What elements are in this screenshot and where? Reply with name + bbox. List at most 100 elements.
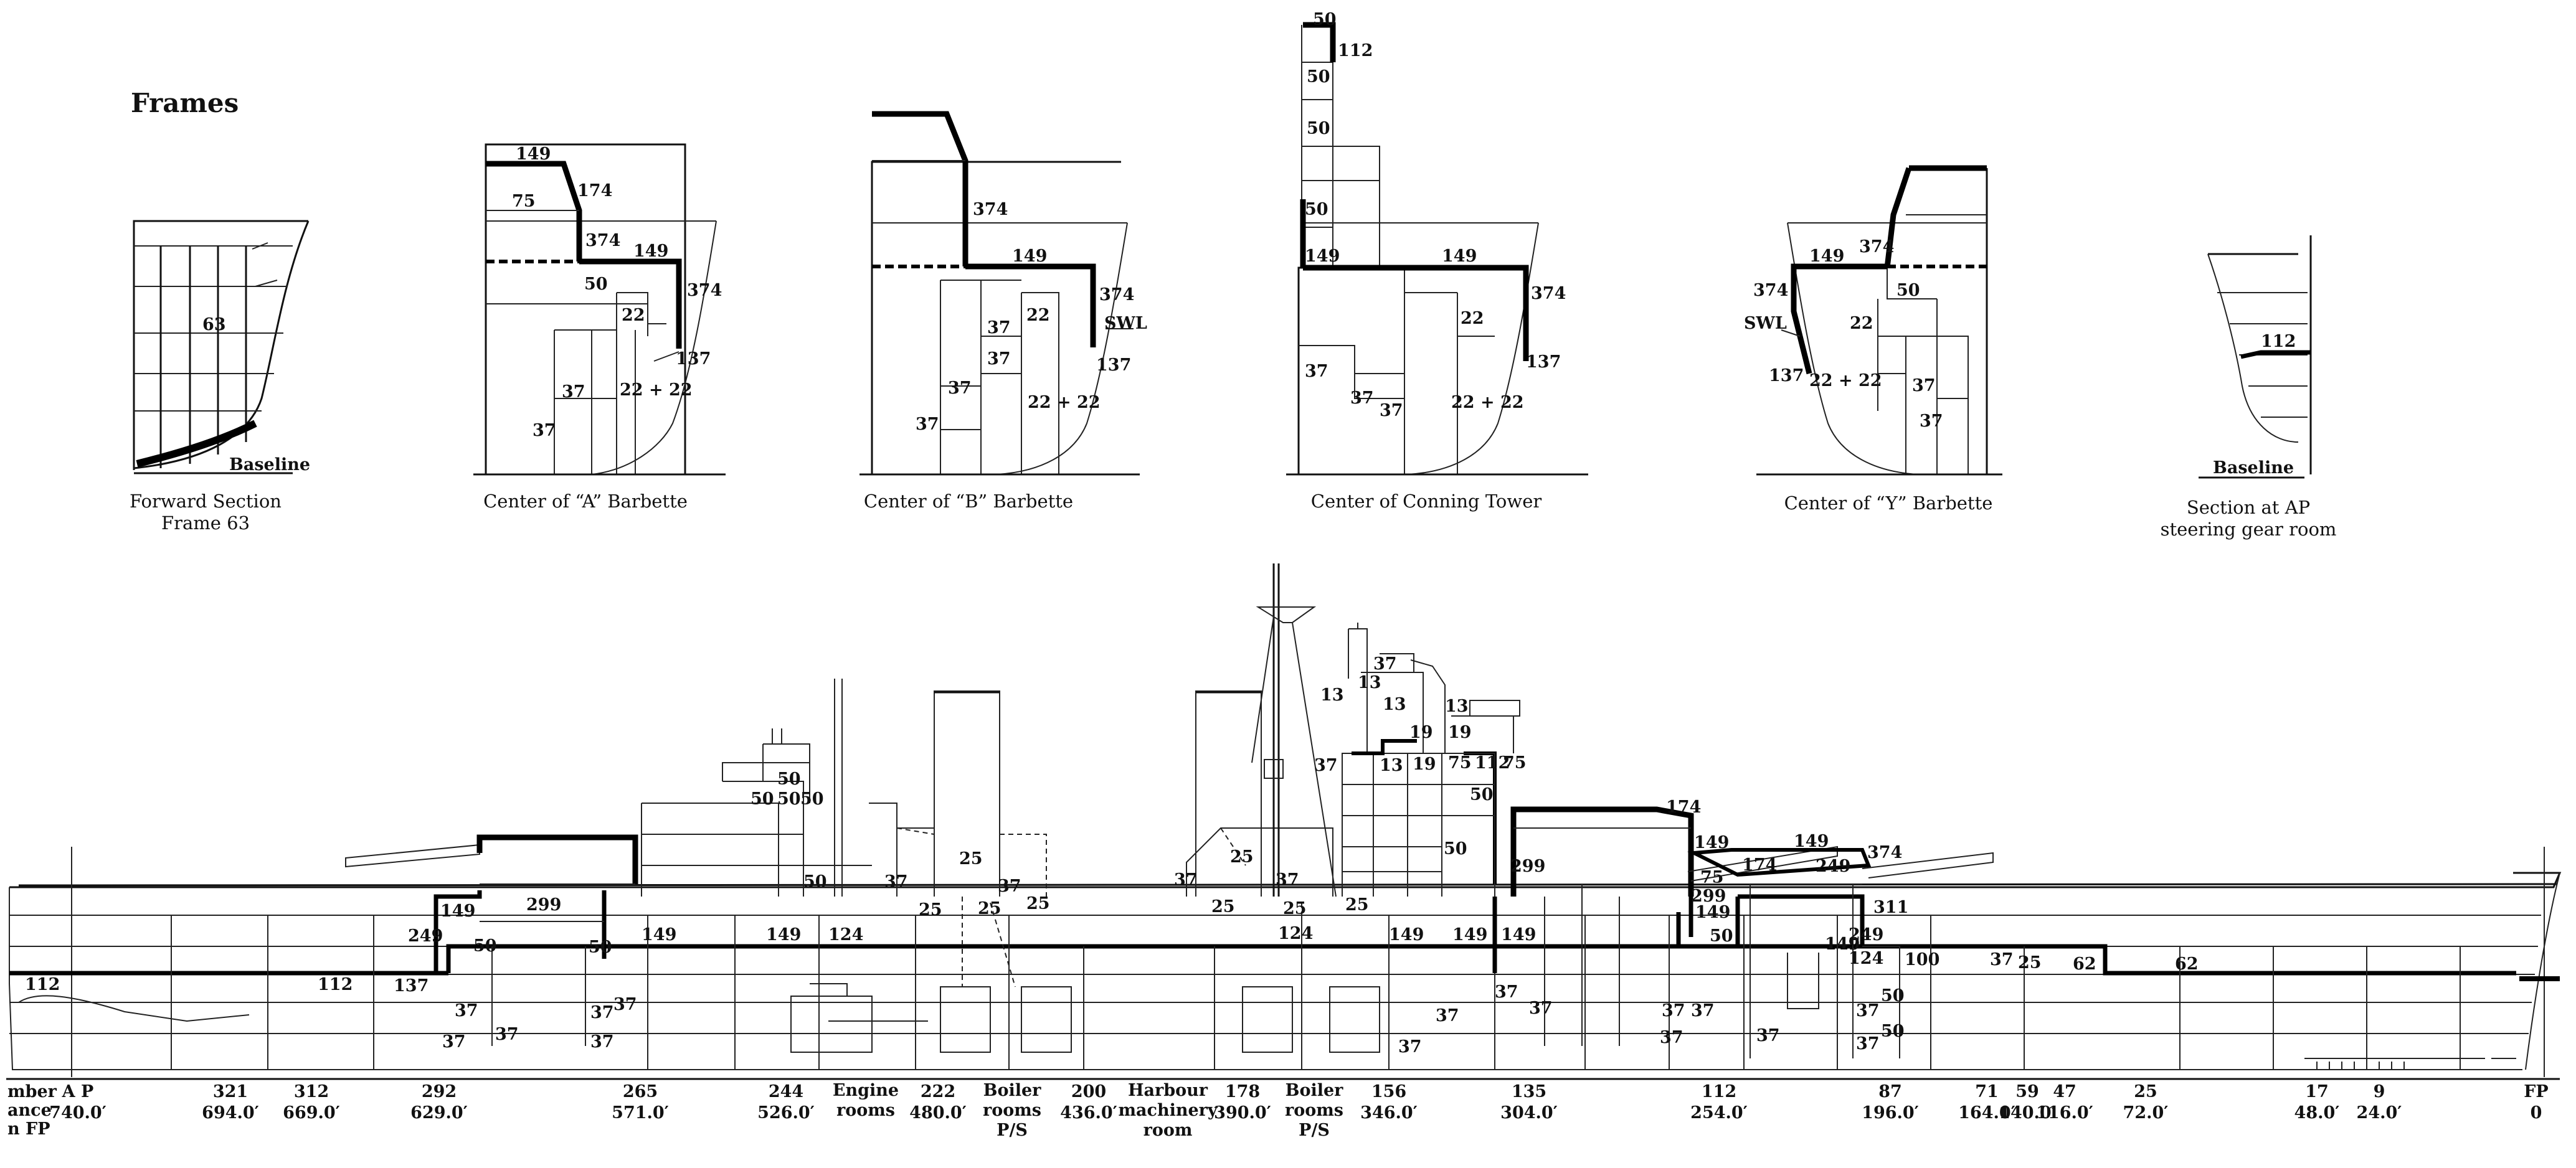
armor-label: 75	[1448, 753, 1472, 773]
station-frame: 265	[623, 1082, 658, 1101]
label-b-37-b: 37	[987, 349, 1011, 369]
compartment-label: P/S	[997, 1121, 1028, 1140]
armor-label: 37	[998, 877, 1021, 896]
armor-label: 149	[440, 902, 475, 921]
station-distance: 436.0′	[1060, 1103, 1117, 1123]
label-y-149: 149	[1809, 247, 1844, 266]
station-frame: 135	[1512, 1082, 1546, 1101]
label-a-149-top: 149	[516, 144, 551, 164]
armor-label: 50	[800, 789, 824, 809]
label-y-swl: SWL	[1744, 314, 1787, 333]
compartment-label: Harbour	[1128, 1081, 1208, 1100]
label-baseline: Baseline	[229, 455, 310, 474]
label-a-37-mid: 37	[562, 382, 585, 402]
row-header-distance: ance	[7, 1101, 52, 1120]
section-at-ap: 112 Baseline Section at AP steering gear…	[2161, 235, 2336, 540]
armor-label: 13	[1380, 756, 1403, 775]
armor-label: 62	[2073, 954, 2096, 974]
armor-label: 149	[1794, 832, 1829, 851]
armor-label: 100	[1905, 950, 1939, 969]
label-ct-50-top: 50	[1313, 10, 1337, 29]
station-frame: 47	[2053, 1082, 2076, 1101]
label-ct-374: 374	[1531, 284, 1566, 303]
armor-label: 50	[777, 789, 801, 809]
station-distance: 254.0′	[1690, 1103, 1748, 1123]
armor-label: 149	[1694, 833, 1729, 852]
armor-label: 13	[1445, 697, 1469, 716]
label-b-149: 149	[1012, 247, 1047, 266]
label-b-22: 22	[1026, 306, 1050, 325]
armor-label: 50	[1444, 839, 1467, 859]
caption-section-ap: Section at AP	[2187, 497, 2310, 518]
station-frame: 156	[1371, 1082, 1406, 1101]
label-ct-37-c: 37	[1380, 401, 1403, 420]
armor-label: 149	[1825, 935, 1860, 954]
armor-label: 299	[1691, 887, 1726, 906]
caption-y-barbette: Center of “Y” Barbette	[1784, 492, 1993, 514]
station-frame: 59	[2015, 1082, 2039, 1101]
armor-label: 13	[1320, 685, 1344, 705]
compartment-label: Engine	[833, 1081, 899, 1100]
armor-label: 37	[495, 1025, 519, 1044]
armor-label: 13	[1383, 695, 1406, 714]
label-ct-37-b: 37	[1350, 389, 1374, 408]
armor-label: 37	[1856, 1001, 1880, 1020]
label-y-374-belt: 374	[1753, 281, 1788, 300]
armor-label: 37	[455, 1001, 478, 1020]
armor-label: 249	[408, 926, 443, 946]
label-b-37-c: 37	[948, 379, 972, 398]
label-ct-112: 112	[1338, 41, 1373, 60]
station-distance: 740.0′	[49, 1103, 107, 1123]
station-frame: 292	[422, 1082, 457, 1101]
armor-label: 249	[1816, 857, 1850, 876]
station-frame: 321	[213, 1082, 248, 1101]
armor-label: 174	[1666, 798, 1701, 817]
armor-label: 19	[1409, 723, 1433, 742]
station-distance: 0	[2531, 1103, 2542, 1123]
section-y-barbette: 149 374 374 50 SWL 22 137 22 + 22 37 37 …	[1744, 165, 2002, 514]
armor-label: 25	[978, 899, 1002, 918]
armor-label: 25	[1345, 895, 1369, 915]
compartment-label: room	[1144, 1121, 1193, 1140]
armor-label: 37	[1174, 870, 1198, 890]
label-a-22-22: 22 + 22	[620, 380, 693, 400]
frames-title: Frames	[131, 88, 239, 118]
label-b-37-d: 37	[916, 415, 939, 434]
label-ct-22: 22	[1461, 309, 1484, 328]
armor-label: 149	[1501, 925, 1536, 944]
armor-label: 37	[1756, 1026, 1780, 1045]
armor-label: 37	[1856, 1034, 1880, 1053]
armor-label: 149	[1695, 903, 1730, 922]
armor-label: 50	[777, 770, 801, 789]
armor-label: 37	[1529, 999, 1553, 1018]
label-frame-63: 63	[202, 315, 226, 334]
label-y-50: 50	[1896, 281, 1920, 300]
station-frame: 71	[1975, 1082, 1999, 1101]
compartment-label: rooms	[1285, 1101, 1343, 1120]
station-distance: 629.0′	[410, 1103, 468, 1123]
station-distance: 164.0′	[1958, 1103, 2015, 1123]
caption-frame-63: Frame 63	[161, 512, 250, 534]
armor-label: 13	[1358, 673, 1381, 692]
armor-label: 25	[919, 900, 942, 920]
label-b-374-inner: 374	[973, 200, 1008, 219]
station-frame: 25	[2134, 1082, 2157, 1101]
armor-label: 174	[1742, 855, 1777, 875]
station-distance: 304.0′	[1500, 1103, 1558, 1123]
station-frame: 9	[2374, 1082, 2385, 1101]
compartment-label: Boiler	[1286, 1081, 1344, 1100]
armor-label: 137	[394, 976, 429, 996]
label-ap-112: 112	[2261, 332, 2296, 351]
station-distance: 346.0′	[1360, 1103, 1418, 1123]
armor-label: 25	[1230, 847, 1254, 867]
armor-label: 374	[1867, 843, 1902, 862]
ship-profile	[6, 563, 2562, 1080]
armor-label: 124	[1849, 949, 1883, 968]
label-y-37-b: 37	[1920, 412, 1943, 431]
armor-label: 25	[1283, 899, 1307, 918]
station-frame: FP	[2524, 1082, 2548, 1101]
section-a-barbette: 149 174 75 374 149 50 22 374 137 37 22 +…	[473, 143, 726, 512]
station-distance: 571.0′	[612, 1103, 669, 1123]
station-list: A P740.0′321694.0′312669.0′292629.0′2655…	[49, 1082, 2549, 1123]
